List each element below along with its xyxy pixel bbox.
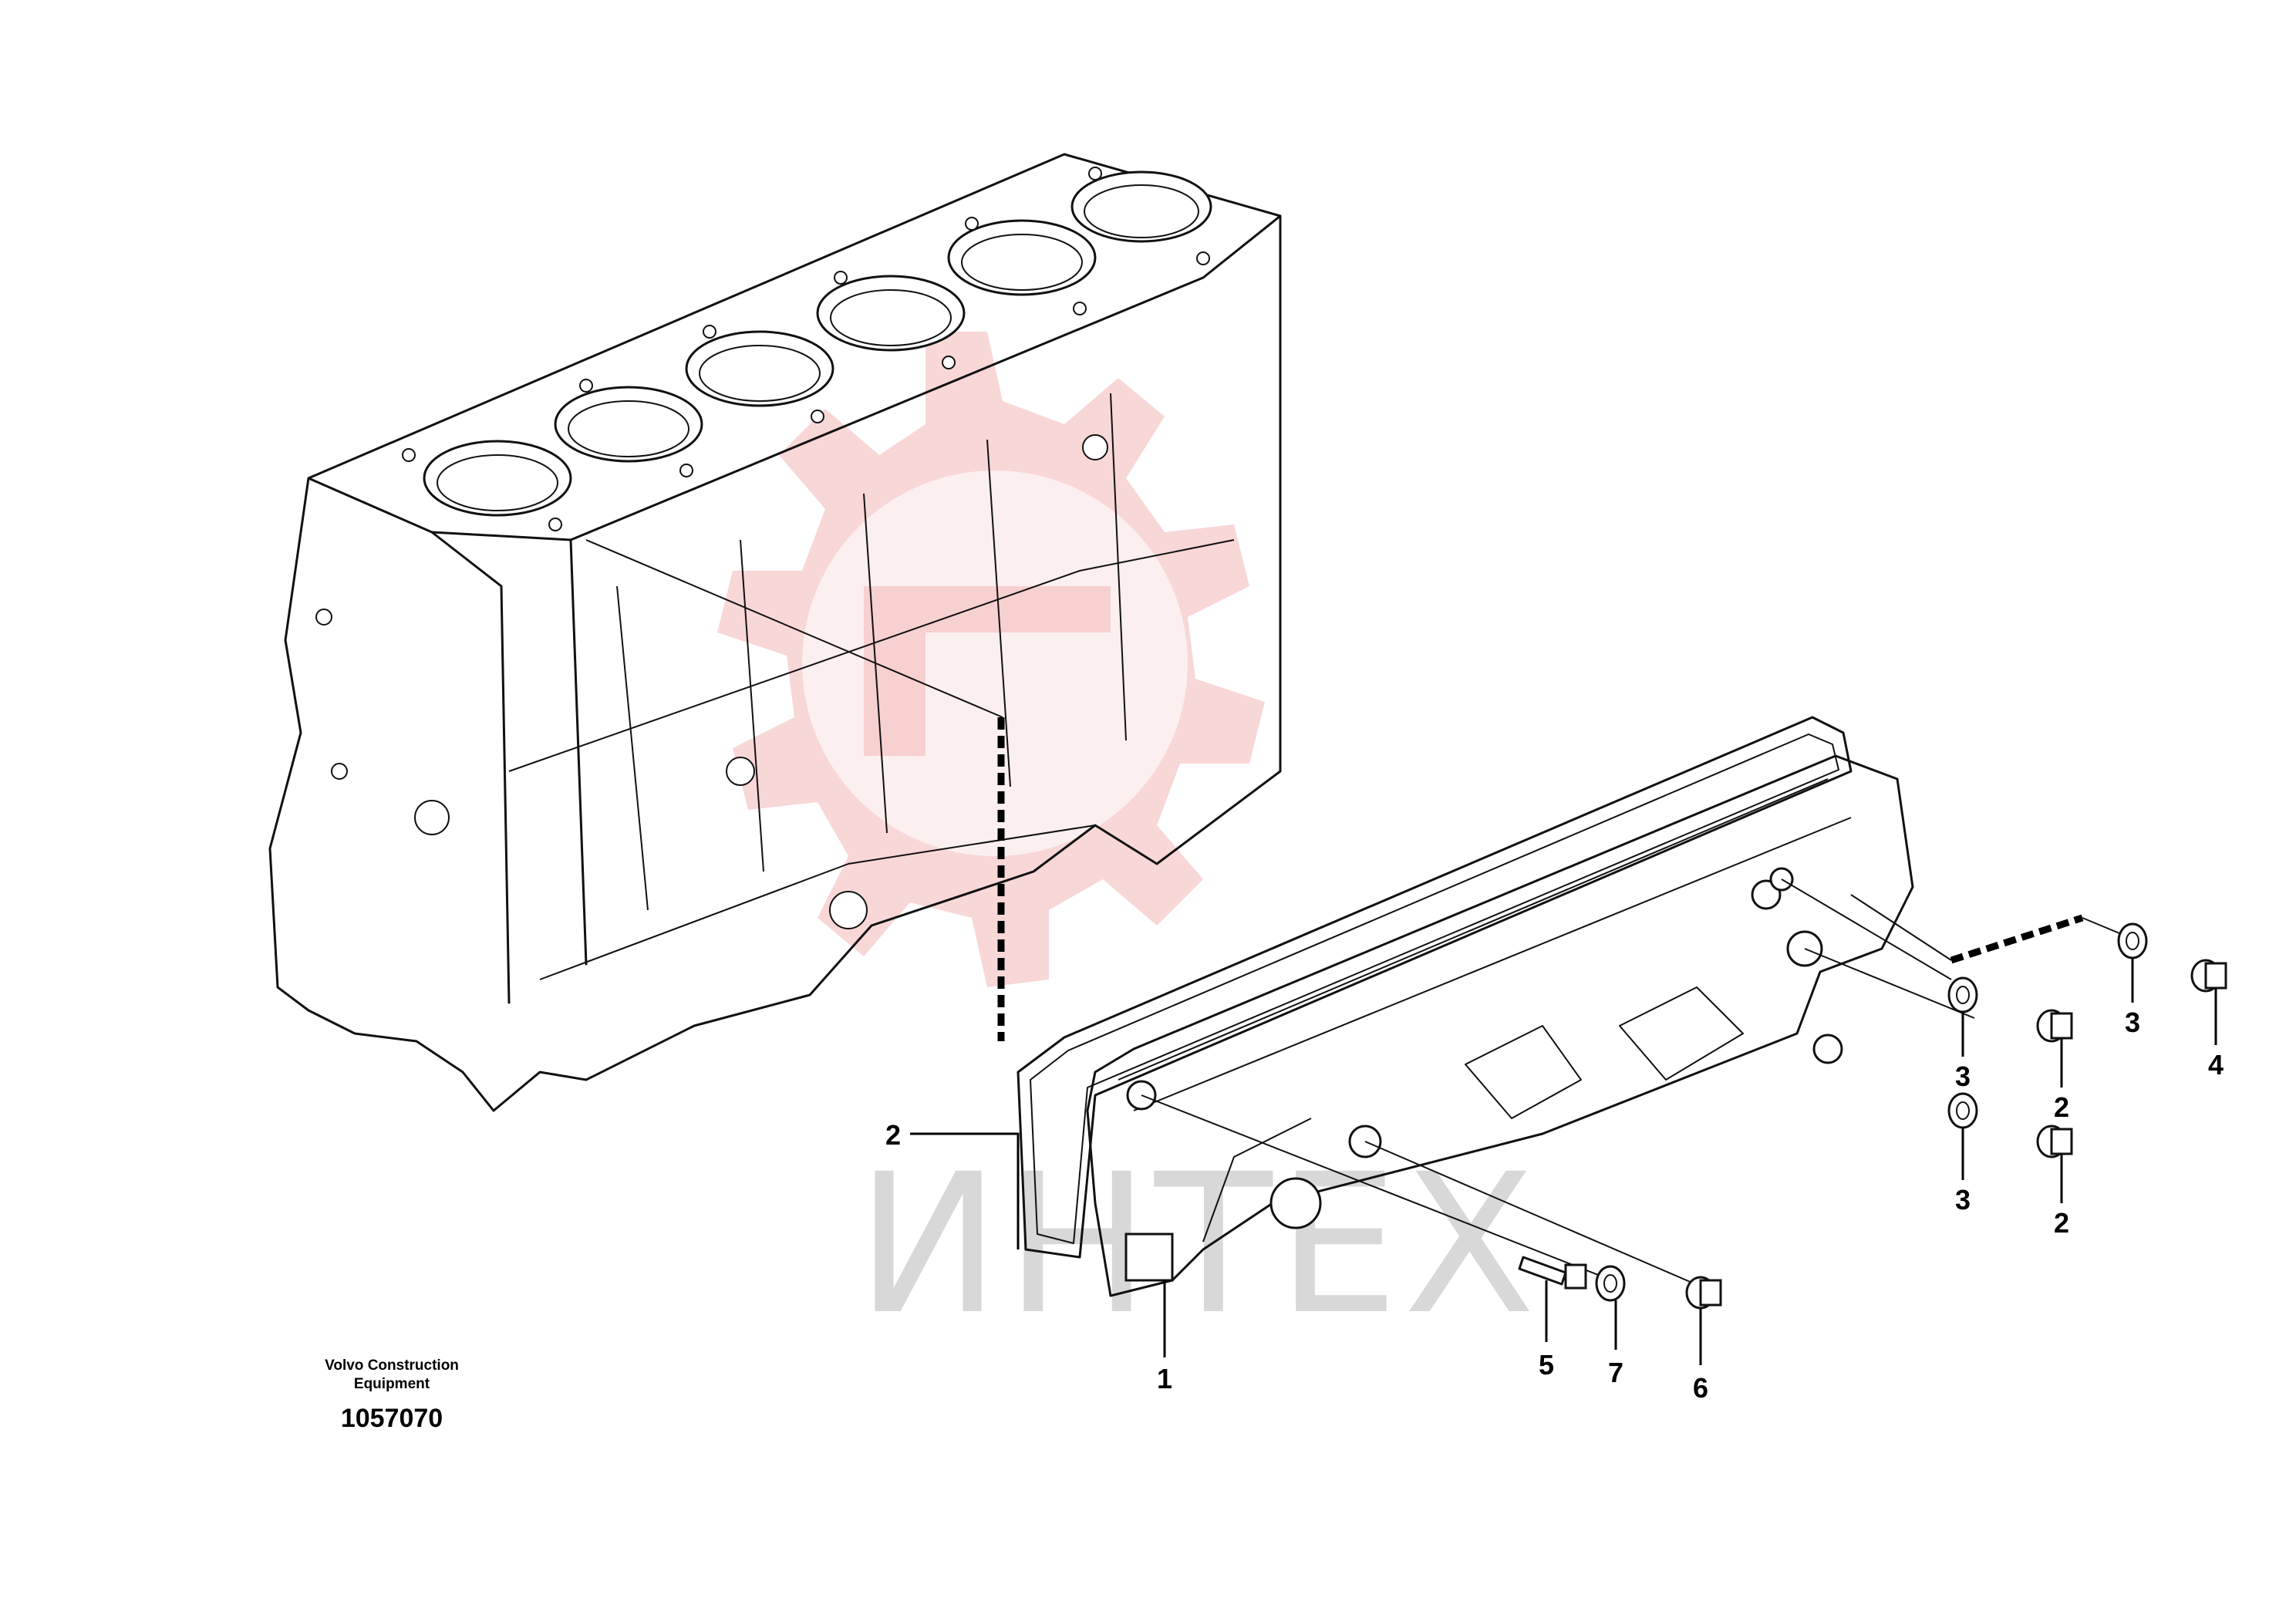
callout-2: 2 [2054, 1207, 2069, 1239]
callout-5: 5 [1539, 1349, 1554, 1381]
oil-cooler-cover [1086, 754, 1914, 1297]
dashed-indicator [1950, 914, 2084, 964]
callout-6: 6 [1693, 1372, 1708, 1404]
watermark-gear-icon [717, 332, 1265, 987]
plug [1685, 1276, 1722, 1310]
gasket [1017, 716, 1853, 1259]
callout-1: 1 [1157, 1363, 1172, 1394]
plug [2190, 959, 2227, 993]
plug [2036, 1009, 2073, 1043]
callout-3: 3 [2125, 1007, 2140, 1038]
brand-line-2: Equipment [354, 1376, 430, 1392]
callout-7: 7 [1608, 1357, 1623, 1388]
washer [2117, 922, 2148, 959]
watermark-text: ИНТЕХ [856, 1132, 1540, 1357]
callout-3: 3 [1955, 1184, 1971, 1216]
washer [1947, 976, 1978, 1013]
callout-2: 2 [2054, 1091, 2069, 1123]
plug [2036, 1125, 2073, 1158]
callout-2: 4 [2208, 1049, 2224, 1081]
washer [1595, 1265, 1626, 1302]
callout-4: 2 [885, 1119, 901, 1151]
callout-3: 3 [1955, 1061, 1971, 1092]
washer [1947, 1092, 1978, 1129]
drawing-number: 1057070 [341, 1404, 443, 1433]
brand-line-1: Volvo Construction [325, 1357, 459, 1374]
bolt [1518, 1256, 1587, 1290]
engine-block [268, 153, 1282, 1112]
